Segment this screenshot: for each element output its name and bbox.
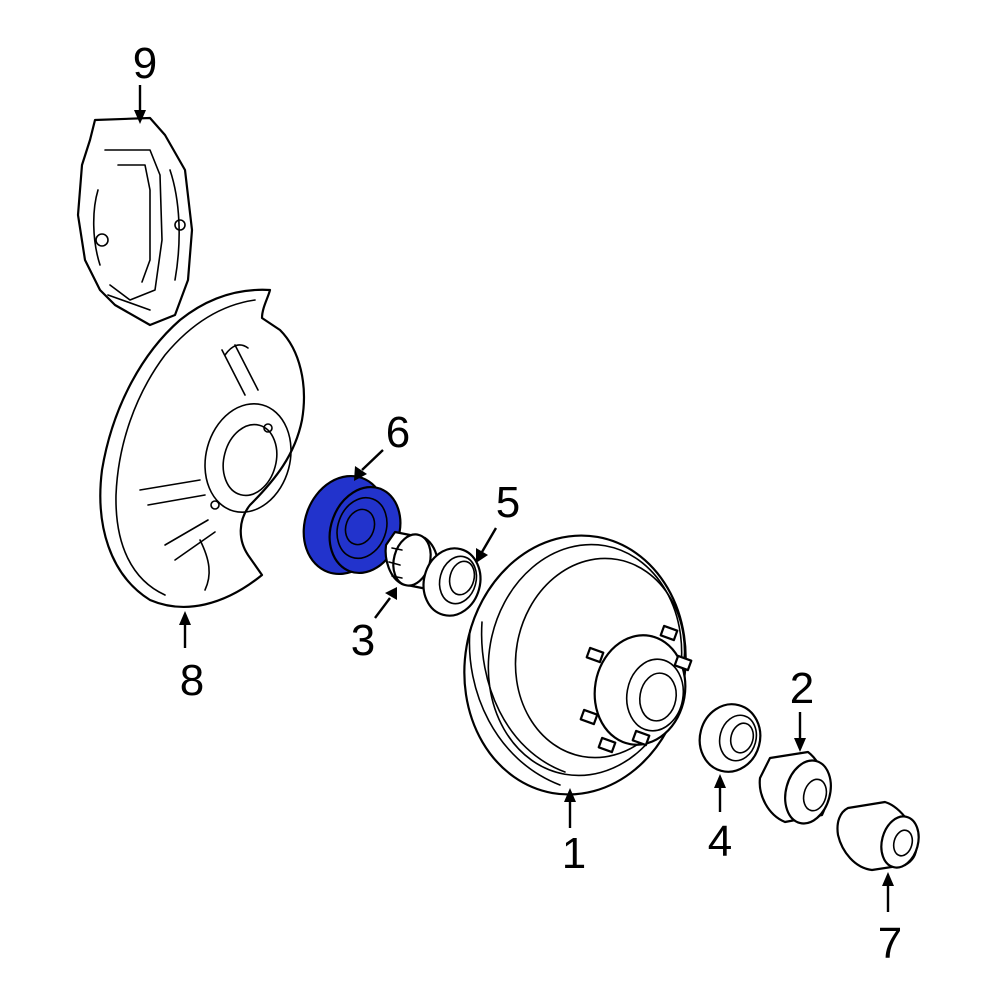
part-8-dust-shield[interactable] (99, 288, 306, 608)
callout-arrow-5 (480, 527, 498, 553)
callout-3[interactable]: 3 (351, 616, 375, 665)
callout-arrow-6 (361, 449, 384, 471)
callout-9[interactable]: 9 (133, 39, 157, 88)
part-7-dust-cap[interactable] (836, 800, 924, 872)
part-6-grease-seal[interactable] (290, 464, 412, 585)
callout-2[interactable]: 2 (790, 664, 814, 713)
callout-arrow-3 (374, 597, 391, 619)
callout-1[interactable]: 1 (562, 829, 586, 878)
callout-labels: 9 8 6 5 3 1 4 2 7 (133, 39, 902, 968)
part-5-inner-race[interactable] (416, 542, 488, 622)
part-4-outer-race[interactable] (692, 697, 768, 778)
callout-5[interactable]: 5 (496, 478, 520, 527)
part-9-caliper[interactable] (76, 116, 194, 327)
callout-7[interactable]: 7 (878, 919, 902, 968)
part-2-outer-bearing[interactable] (758, 750, 838, 829)
part-1-hub-rotor[interactable] (444, 518, 706, 812)
callout-arrows (134, 85, 894, 912)
callout-8[interactable]: 8 (180, 656, 204, 705)
callout-6[interactable]: 6 (386, 408, 410, 457)
callout-4[interactable]: 4 (708, 817, 732, 866)
